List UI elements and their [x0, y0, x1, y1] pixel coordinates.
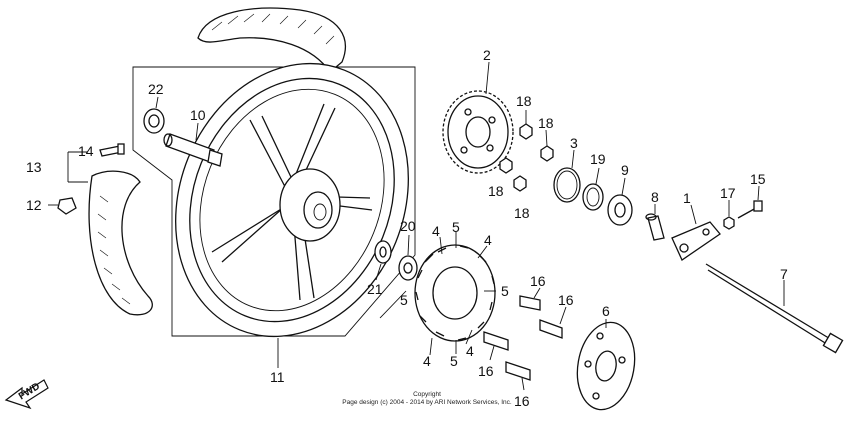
adjuster-1 — [671, 221, 721, 261]
callout-5-c: 5 — [501, 283, 509, 299]
wheel-bracket — [132, 66, 416, 337]
callout-18-c: 18 — [488, 183, 504, 199]
callout-4-c: 4 — [423, 353, 431, 369]
callout-11: 11 — [270, 369, 285, 385]
rear-wheel — [175, 62, 409, 338]
tire-left-fragment — [88, 170, 153, 316]
callout-4-b: 4 — [484, 232, 492, 248]
callout-6: 6 — [602, 303, 610, 319]
callout-7: 7 — [780, 266, 788, 282]
leader-13 — [67, 151, 88, 183]
callout-5-b: 5 — [400, 292, 408, 308]
studs-16 — [483, 295, 563, 381]
callout-19: 19 — [590, 151, 606, 167]
leader-5 — [379, 290, 407, 319]
callout-16-c: 16 — [478, 363, 494, 379]
callout-12: 12 — [26, 197, 42, 213]
callout-3: 3 — [570, 135, 578, 151]
cap-12 — [57, 197, 77, 215]
dust-seal-20 — [398, 255, 418, 281]
flange-6 — [576, 321, 636, 411]
callout-21: 21 — [367, 281, 383, 297]
sprocket-2 — [442, 90, 514, 174]
callout-2: 2 — [483, 47, 491, 63]
callout-16-b: 16 — [558, 292, 574, 308]
bolt-15 — [737, 200, 763, 219]
callout-13: 13 — [26, 159, 42, 175]
tire-upper-fragment — [197, 7, 346, 73]
nuts-18 — [499, 123, 554, 192]
damper-rubbers — [414, 244, 496, 342]
bearing-9 — [607, 194, 633, 226]
bearing-22 — [143, 108, 165, 134]
callout-16-a: 16 — [530, 273, 546, 289]
copyright-heading: Copyright — [413, 391, 441, 398]
callout-4-a: 4 — [432, 223, 440, 239]
copyright-notice: Page design (c) 2004 - 2014 by ARI Netwo… — [342, 399, 512, 406]
callout-20: 20 — [400, 218, 416, 234]
callout-10: 10 — [190, 107, 206, 123]
callout-15: 15 — [750, 171, 766, 187]
callout-5-a: 5 — [452, 219, 460, 235]
axle-7 — [705, 263, 844, 354]
circlip-3 — [553, 167, 581, 203]
callout-9: 9 — [621, 162, 629, 178]
collar-10 — [163, 133, 223, 167]
callout-4-d: 4 — [466, 343, 474, 359]
fwd-arrow-icon — [4, 379, 49, 410]
callout-18-a: 18 — [516, 93, 532, 109]
callout-14: 14 — [78, 143, 94, 159]
collar-8 — [645, 213, 665, 241]
callout-5-d: 5 — [450, 353, 458, 369]
callout-8: 8 — [651, 189, 659, 205]
callout-18-b: 18 — [538, 115, 554, 131]
bearing-21 — [374, 240, 392, 264]
callout-1: 1 — [683, 190, 691, 206]
callout-17: 17 — [720, 185, 736, 201]
ring-19 — [582, 183, 604, 211]
nut-17 — [723, 216, 735, 230]
callout-22: 22 — [148, 81, 164, 97]
callout-16-d: 16 — [514, 393, 530, 409]
callout-18-d: 18 — [514, 205, 530, 221]
bolt-14 — [99, 143, 125, 157]
